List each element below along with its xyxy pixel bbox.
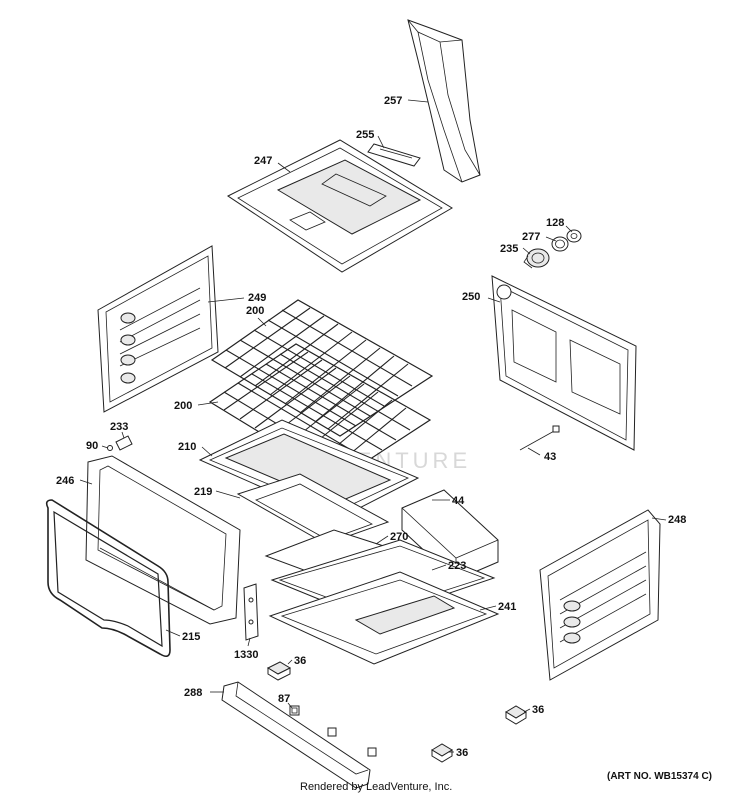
label-248[interactable]: 248 [668,514,686,526]
part-128-washer[interactable] [566,229,582,243]
part-255-vent-plate[interactable] [367,143,421,167]
label-255[interactable]: 255 [356,129,374,141]
label-128[interactable]: 128 [546,217,564,229]
part-44-vent-channel[interactable] [401,489,499,581]
label-249[interactable]: 249 [248,292,266,304]
part-246-door-frame[interactable] [85,455,241,625]
label-277[interactable]: 277 [522,231,540,243]
part-250-rear-inner-panel[interactable] [491,275,637,451]
part-288-kickplate[interactable] [221,681,377,789]
label-247[interactable]: 247 [254,155,272,167]
label-219[interactable]: 219 [194,486,212,498]
label-36-a[interactable]: 36 [294,655,306,667]
label-44[interactable]: 44 [452,495,465,507]
part-215-door-gasket[interactable] [45,499,171,658]
label-233[interactable]: 233 [110,421,128,433]
label-87[interactable]: 87 [278,693,290,705]
part-241-bottom-panel[interactable] [268,571,500,665]
part-248-right-side-panel[interactable] [539,509,661,681]
label-235[interactable]: 235 [500,243,518,255]
part-87-clip[interactable] [289,705,300,716]
label-270[interactable]: 270 [390,531,408,543]
part-277-ring[interactable] [551,236,569,252]
part-249-left-side-panel[interactable] [97,245,219,413]
part-247-top-panel[interactable] [227,139,453,273]
part-200-upper-rack[interactable] [210,299,434,437]
label-215[interactable]: 215 [182,631,200,643]
part-257-rear-panel[interactable] [407,19,481,183]
label-200-lower[interactable]: 200 [174,400,192,412]
label-257[interactable]: 257 [384,95,402,107]
art-number: (ART NO. WB15374 C) [606,771,712,782]
label-223[interactable]: 223 [448,560,466,572]
part-number-labels: 257 255 247 128 277 235 249 200 250 200 … [56,95,686,759]
part-90-screw[interactable] [107,445,113,451]
label-200-upper[interactable]: 200 [246,305,264,317]
leader-lines [79,99,667,753]
label-288[interactable]: 288 [184,687,202,699]
label-90[interactable]: 90 [86,440,98,452]
part-219-bake-element-cover[interactable] [236,473,390,545]
part-1330-door-hinge[interactable] [243,583,259,641]
rendered-by-credit: Rendered by LeadVenture, Inc. [300,781,453,793]
label-36-b[interactable]: 36 [532,704,544,716]
part-36-leveler-a[interactable] [266,661,292,681]
part-43-sensor[interactable] [519,425,560,451]
part-36-leveler-c[interactable] [431,743,453,763]
label-43[interactable]: 43 [544,451,556,463]
part-235-motor[interactable] [523,248,550,269]
label-250[interactable]: 250 [462,291,480,303]
part-233-hinge-clip[interactable] [115,435,133,451]
part-36-leveler-b[interactable] [505,705,527,725]
label-1330[interactable]: 1330 [234,649,258,661]
label-36-c[interactable]: 36 [456,747,468,759]
label-210[interactable]: 210 [178,441,196,453]
label-241[interactable]: 241 [498,601,516,613]
footer: Rendered by LeadVenture, Inc. (ART NO. W… [0,771,750,799]
label-246[interactable]: 246 [56,475,74,487]
